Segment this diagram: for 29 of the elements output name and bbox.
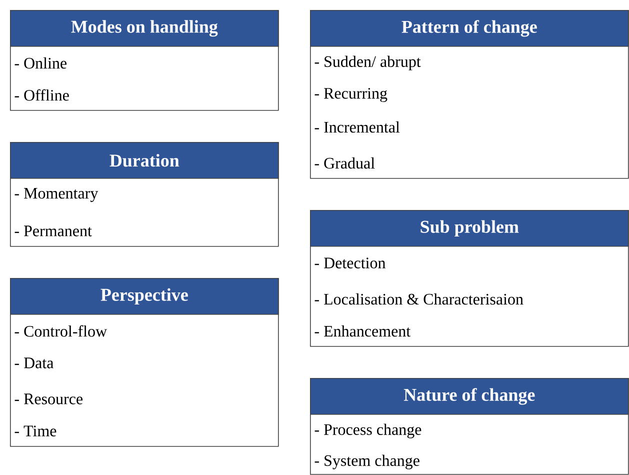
list-item: - Control-flow xyxy=(14,325,107,337)
list-item: - Online xyxy=(14,57,67,69)
list-item: - Gradual xyxy=(314,157,375,169)
table-box xyxy=(10,10,279,111)
list-item: - Resource xyxy=(14,394,82,404)
table-header: Nature of change xyxy=(310,378,629,415)
list-item: - Data xyxy=(14,358,54,368)
table-header: Sub problem xyxy=(310,210,629,247)
table-box xyxy=(10,278,279,447)
list-item: - Sudden/ abrupt xyxy=(314,56,421,70)
list-item: - Detection xyxy=(314,258,386,268)
list-item: - Permanent xyxy=(14,226,92,236)
list-item: - Time xyxy=(14,426,56,436)
table-box xyxy=(310,10,629,179)
table-header: Perspective xyxy=(10,278,279,315)
table-box xyxy=(310,378,629,475)
list-item: - Enhancement xyxy=(314,325,411,337)
table-header: Pattern of change xyxy=(310,10,629,47)
list-item: - Process change xyxy=(314,424,422,438)
list-item: - Momentary xyxy=(14,188,98,202)
list-item: - Recurring xyxy=(314,88,388,102)
table-header: Modes on handling xyxy=(10,10,279,47)
list-item: - System change xyxy=(314,454,420,470)
list-item: - Incremental xyxy=(314,121,400,133)
table-box xyxy=(10,142,279,247)
table-header: Duration xyxy=(10,142,279,179)
table-box xyxy=(310,210,629,347)
list-item: - Offline xyxy=(14,89,69,101)
list-item: - Localisation & Characterisaion xyxy=(314,293,524,305)
